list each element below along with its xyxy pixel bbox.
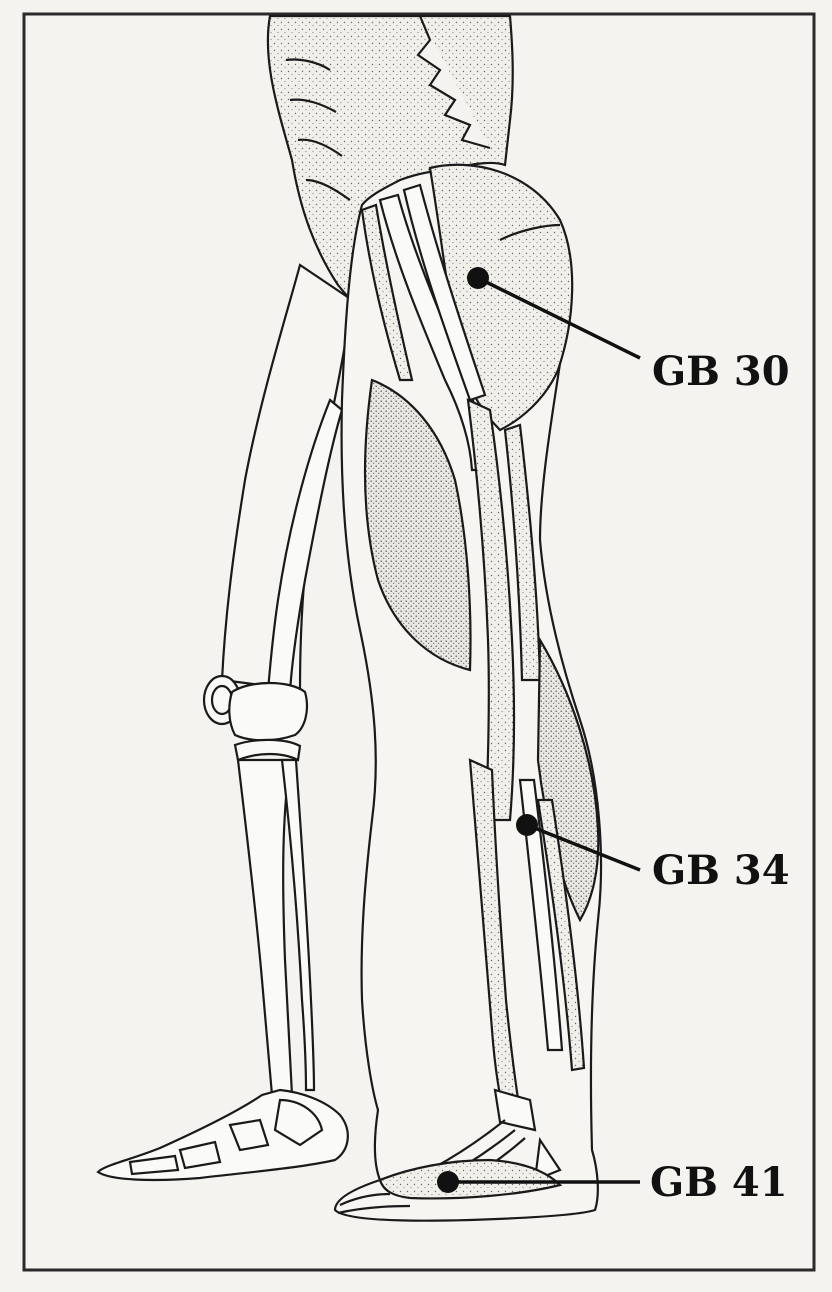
gb34-label: GB 34 <box>652 847 790 894</box>
muscle-leg <box>335 165 601 1221</box>
gb30-label: GB 30 <box>652 348 790 395</box>
gb41-label: GB 41 <box>650 1159 788 1206</box>
